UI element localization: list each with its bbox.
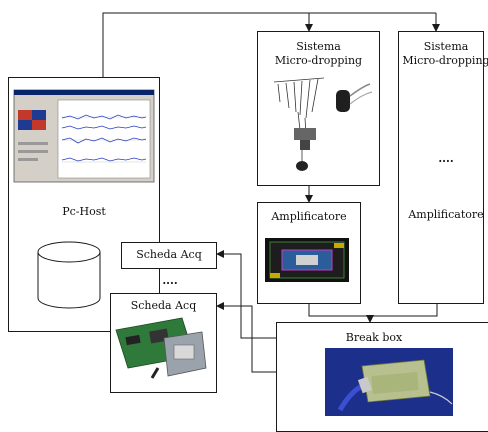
top-bus-line xyxy=(102,12,436,77)
sistema-2-amplificatore-label: Amplificatore xyxy=(408,208,484,221)
sistema-micro-dropping-box-2 xyxy=(398,31,484,304)
scheda-acq-ellipsis: .... xyxy=(162,274,178,287)
scheda-acq-2-label: Scheda Acq xyxy=(130,299,197,312)
database-cylinder-icon xyxy=(37,241,101,309)
acquisition-card-image xyxy=(115,317,207,379)
amplifier-board-image xyxy=(265,238,349,282)
break-box-photo xyxy=(325,348,453,416)
system-diagram: Pc-Host Sistema Micro-dropping S xyxy=(8,12,488,432)
sistema-2-label-line1: Sistema xyxy=(423,40,469,53)
break-box-label: Break box xyxy=(345,331,403,344)
sistema-micro-dropping-box-1 xyxy=(257,31,380,186)
breakbox-to-scheda1-line xyxy=(216,250,276,339)
micro-dropping-apparatus-image xyxy=(273,77,373,171)
amplificatore-label: Amplificatore xyxy=(271,210,347,223)
sistema-2-ellipsis: .... xyxy=(438,152,454,165)
amp2-to-breakbox-line xyxy=(370,304,438,317)
breakbox-to-scheda2-line xyxy=(216,302,276,373)
sistema-2-label-line2: Micro-dropping xyxy=(402,54,488,67)
pc-screen-image xyxy=(13,89,155,183)
pc-host-label: Pc-Host xyxy=(62,205,106,218)
sistema-1-label-line1: Sistema xyxy=(296,40,341,53)
sistema-1-label-line2: Micro-dropping xyxy=(274,54,363,67)
scheda-acq-box-1 xyxy=(121,242,217,269)
scheda-acq-1-label: Scheda Acq xyxy=(136,248,202,261)
